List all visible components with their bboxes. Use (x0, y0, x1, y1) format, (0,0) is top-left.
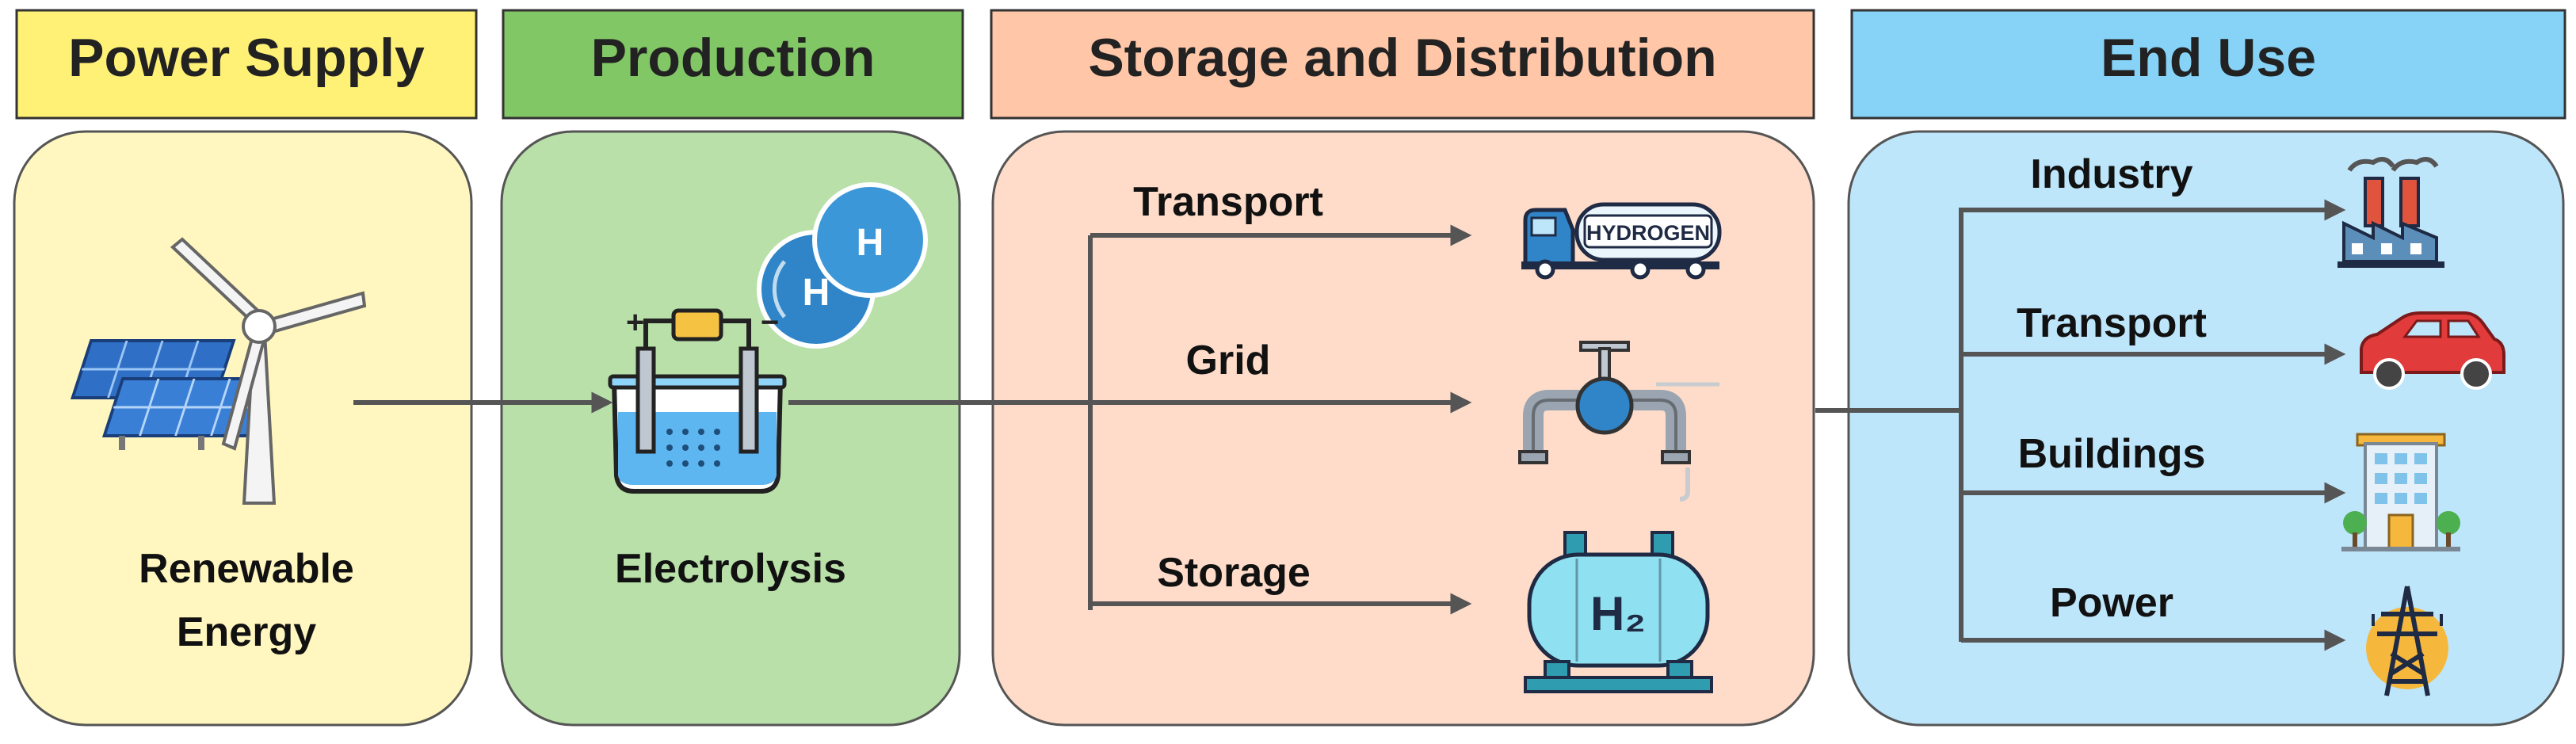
header-production-label: Production (591, 28, 876, 88)
solar-panel-icon (70, 339, 268, 450)
power-tower-icon (2366, 586, 2448, 696)
h2-tank-icon: H₂ (1524, 531, 1713, 693)
car-icon (2360, 311, 2505, 390)
header-end-use: End Use (1850, 9, 2566, 120)
pipeline-valve-icon (1518, 341, 1719, 502)
header-power-supply-label: Power Supply (68, 28, 425, 88)
industry-label: Industry (2030, 151, 2192, 197)
end-transport-label: Transport (2017, 300, 2207, 346)
hydrogen-molecule-icon: H H (757, 182, 928, 349)
transport-branch-label: Transport (1133, 179, 1323, 225)
grid-branch-label: Grid (1186, 338, 1271, 383)
buildings-label: Buildings (2018, 431, 2206, 477)
header-end-use-label: End Use (2101, 28, 2316, 88)
electrolysis-label: Electrolysis (615, 546, 846, 592)
panel-end-use (1847, 130, 2565, 727)
storage-branch-label: Storage (1157, 550, 1311, 596)
building-icon (2341, 433, 2460, 551)
header-storage-distribution: Storage and Distribution (990, 9, 1815, 120)
svg-text:−: − (761, 305, 779, 340)
power-label: Power (2050, 580, 2173, 626)
tank-h2-text: H₂ (1590, 587, 1646, 640)
hydrogen-truck-icon: HYDROGEN (1521, 202, 1722, 280)
header-production: Production (502, 9, 964, 120)
svg-text:+: + (626, 305, 644, 340)
wind-turbine-icon (170, 237, 367, 505)
header-storage-distribution-label: Storage and Distribution (1088, 28, 1716, 88)
molecule-letter-front: H (857, 222, 884, 264)
electrolyzer-icon: + − (608, 305, 787, 494)
molecule-letter-back: H (803, 272, 830, 314)
truck-hydrogen-text: HYDROGEN (1586, 221, 1710, 245)
renewable-energy-label-line1: Renewable (139, 546, 354, 592)
renewable-energy-label-line2: Energy (177, 609, 316, 655)
factory-icon (2337, 157, 2444, 268)
header-power-supply: Power Supply (15, 9, 478, 120)
